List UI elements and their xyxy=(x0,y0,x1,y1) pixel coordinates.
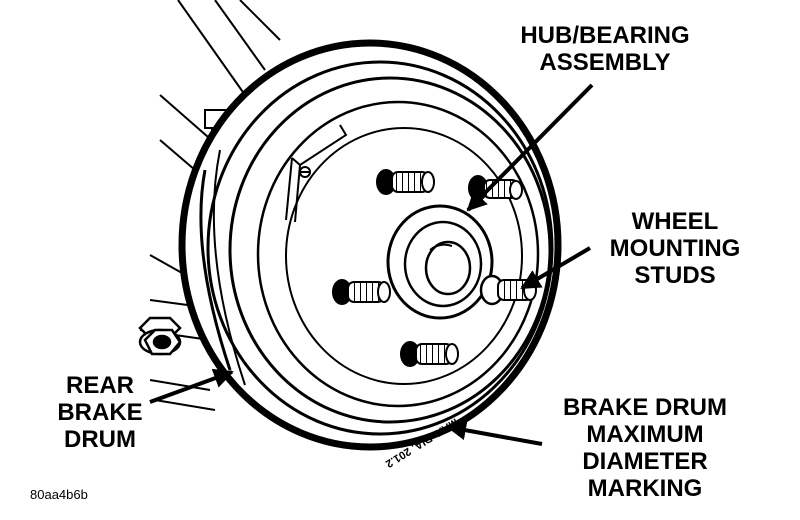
hub-bearing-assembly xyxy=(386,204,494,320)
brake-drum-max-diameter-label: BRAKE DRUM MAXIMUM DIAMETER MARKING xyxy=(563,394,727,502)
rear-brake-drum-label: REAR BRAKE DRUM xyxy=(57,372,143,453)
wheel-stud xyxy=(332,279,391,305)
figure-id: 80aa4b6b xyxy=(30,487,88,502)
callout-arrows xyxy=(149,83,594,446)
wheel-stud xyxy=(400,341,459,367)
drum-face-marks xyxy=(285,124,348,223)
hub-bearing-arrow xyxy=(466,83,594,212)
rear-drum-arrow xyxy=(149,368,234,404)
wheel-mounting-studs-label: WHEEL MOUNTING STUDS xyxy=(609,208,741,289)
hub-bearing-assembly-label: HUB/BEARING ASSEMBLY xyxy=(520,22,690,76)
wheel-studs-arrow xyxy=(520,246,592,290)
wheel-stud xyxy=(376,169,435,195)
brake-drum xyxy=(178,39,562,451)
wheel-stud xyxy=(479,274,537,306)
lower-bolt xyxy=(138,316,182,356)
marking-arrow xyxy=(446,420,543,446)
